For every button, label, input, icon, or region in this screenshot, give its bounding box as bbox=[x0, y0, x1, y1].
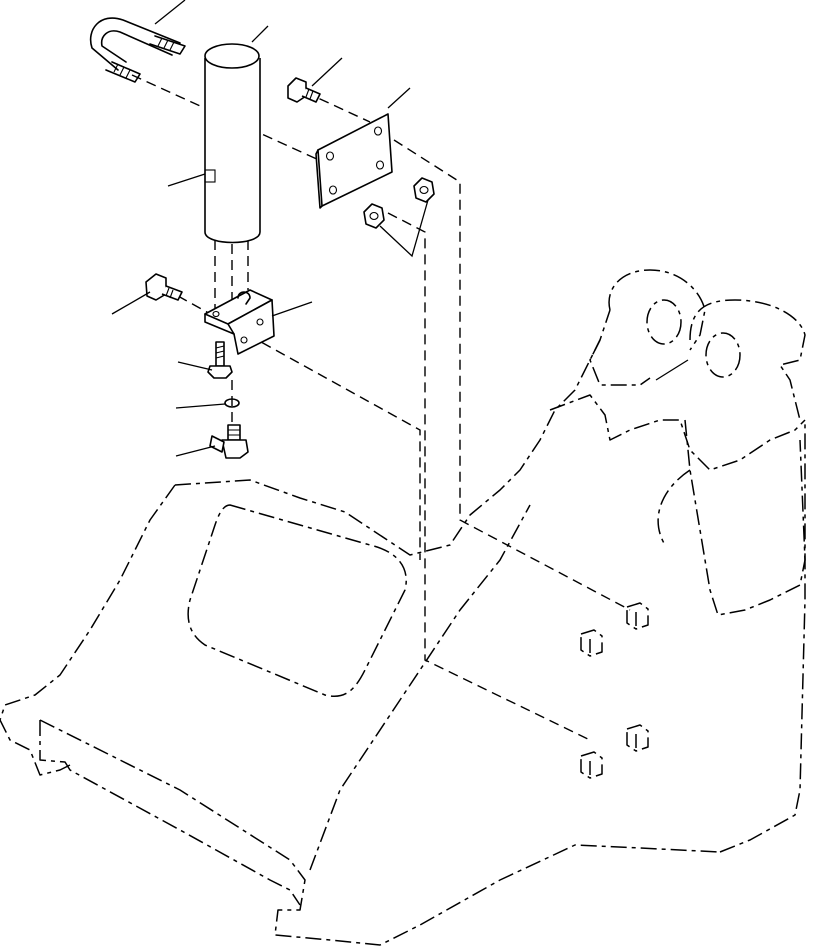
weld-nut-group bbox=[580, 602, 649, 779]
nut bbox=[413, 177, 435, 203]
weld-nut bbox=[580, 629, 603, 657]
weld-nut bbox=[626, 602, 649, 630]
leader-cylinder-side bbox=[167, 173, 206, 187]
frame-lug-left-hole bbox=[646, 299, 682, 345]
frame-tower-curve bbox=[657, 469, 691, 546]
cylinder-label bbox=[204, 169, 216, 183]
leader-bolt-upper bbox=[311, 57, 343, 87]
frame-tower-body bbox=[684, 419, 806, 616]
weld-nut bbox=[580, 751, 603, 779]
leader-u-bolt bbox=[154, 0, 186, 25]
weld-nut bbox=[626, 724, 649, 752]
cylinder bbox=[204, 43, 261, 244]
frame-right-side bbox=[719, 420, 806, 853]
leader-fitting bbox=[175, 445, 216, 457]
frame-lug-base bbox=[589, 339, 651, 386]
leader-o-ring bbox=[175, 403, 226, 409]
callout-leaders bbox=[111, 0, 689, 457]
centerline-plate bbox=[393, 139, 631, 611]
u-bolt bbox=[89, 17, 186, 83]
centerline-nut bbox=[387, 212, 591, 741]
frame-top-plate bbox=[174, 309, 611, 556]
leader-cylinder bbox=[251, 25, 269, 43]
nut bbox=[363, 203, 385, 229]
frame-lug-left bbox=[608, 269, 706, 351]
frame-inner-diagonal bbox=[309, 504, 531, 871]
o-ring bbox=[224, 398, 240, 408]
centerline-bracket bbox=[177, 295, 421, 560]
leader-bolt-lower bbox=[111, 291, 151, 315]
frame-front-face bbox=[39, 719, 721, 946]
bolt-upper bbox=[287, 77, 321, 103]
nut-pair bbox=[363, 177, 435, 229]
elbow-fitting bbox=[209, 424, 249, 459]
bolt-lower bbox=[145, 273, 183, 301]
assembly-lines bbox=[131, 74, 631, 741]
frame-lug-right bbox=[689, 299, 806, 421]
leader-plate bbox=[387, 87, 411, 109]
frame-left-edge bbox=[0, 484, 176, 776]
frame-phantom bbox=[0, 269, 806, 946]
frame-lug-right-hole bbox=[705, 332, 741, 378]
leader-bracket bbox=[271, 301, 313, 317]
leader-frame bbox=[655, 359, 689, 381]
centerline-ubolt bbox=[131, 74, 331, 166]
frame-window bbox=[187, 504, 407, 697]
short-bolt bbox=[207, 341, 233, 379]
bracket bbox=[204, 289, 275, 355]
centerline-bolt-upper bbox=[304, 91, 371, 123]
leader-nuts bbox=[379, 199, 429, 258]
mounting-plate bbox=[315, 113, 393, 209]
frame-lower-plate bbox=[39, 720, 301, 906]
frame-tower-left bbox=[549, 394, 806, 471]
leader-short-bolt bbox=[177, 361, 213, 371]
